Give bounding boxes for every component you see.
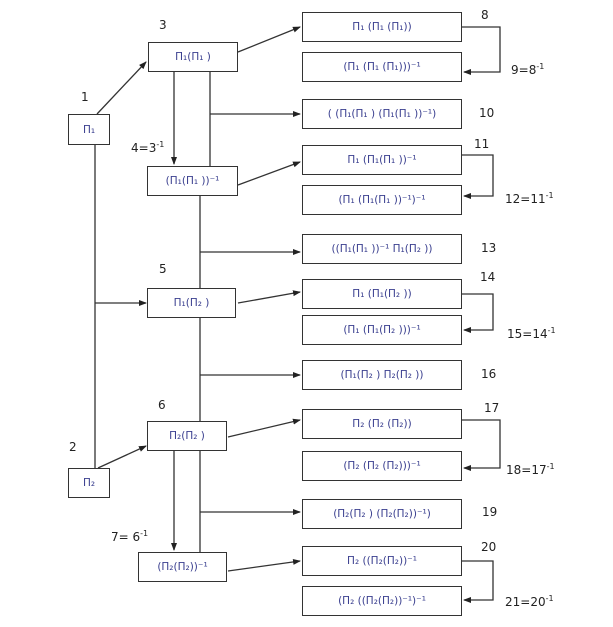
node-12[interactable]: (Π₁ (Π₁(Π₁ ))⁻¹)⁻¹ — [302, 185, 462, 215]
label-7-base: 7= 6 — [111, 530, 141, 544]
node-11[interactable]: Π₁ (Π₁(Π₁ ))⁻¹ — [302, 145, 462, 175]
node-10[interactable]: ( (Π₁(Π₁ ) (Π₁(Π₁ ))⁻¹) — [302, 99, 462, 129]
loop-20-to-21 — [462, 560, 494, 603]
loop-17-to-18 — [462, 419, 501, 471]
label-10: 10 — [479, 106, 495, 120]
arrow-3-to-8 — [237, 26, 301, 53]
node-5[interactable]: Π₁(Π₂ ) — [147, 288, 236, 318]
label-15-base: 15=14 — [507, 327, 548, 341]
label-18-base: 18=17 — [506, 463, 547, 477]
loop-11-to-12 — [462, 154, 494, 199]
label-14: 14 — [480, 270, 496, 284]
node-20[interactable]: Π₂ ((Π₂(Π₂))⁻¹ — [302, 546, 462, 576]
node-6[interactable]: Π₂(Π₂ ) — [147, 421, 227, 451]
label-1: 1 — [81, 90, 89, 104]
label-16: 16 — [481, 367, 497, 381]
node-13[interactable]: ((Π₁(Π₁ ))⁻¹ Π₁(Π₂ )) — [302, 234, 462, 264]
label-8: 8 — [481, 8, 489, 22]
label-18: 18=17-1 — [506, 462, 555, 477]
label-7-exp: -1 — [140, 529, 149, 538]
label-6: 6 — [158, 398, 166, 412]
node-4[interactable]: (Π₁(Π₁ ))⁻¹ — [147, 166, 238, 196]
label-17: 17 — [484, 401, 500, 415]
label-13: 13 — [481, 241, 497, 255]
node-9[interactable]: (Π₁ (Π₁ (Π₁)))⁻¹ — [302, 52, 462, 82]
label-21-exp: -1 — [545, 594, 554, 603]
node-18[interactable]: (Π₂ (Π₂ (Π₂)))⁻¹ — [302, 451, 462, 481]
label-12: 12=11-1 — [505, 191, 554, 206]
arrow-1-to-3 — [96, 61, 147, 115]
node-8[interactable]: Π₁ (Π₁ (Π₁)) — [302, 12, 462, 42]
node-16[interactable]: (Π₁(Π₂ ) Π₂(Π₂ )) — [302, 360, 462, 390]
loop-8-to-9 — [462, 26, 501, 75]
label-5: 5 — [159, 262, 167, 276]
label-9: 9=8-1 — [511, 62, 544, 77]
label-21: 21=20-1 — [505, 594, 554, 609]
arrow-4-to-11 — [237, 161, 301, 186]
arrow-2-to-6 — [97, 445, 147, 469]
label-15-exp: -1 — [547, 326, 556, 335]
label-15: 15=14-1 — [507, 326, 556, 341]
node-2[interactable]: Π₂ — [68, 468, 110, 498]
label-20: 20 — [481, 540, 497, 554]
node-19[interactable]: (Π₂(Π₂ ) (Π₂(Π₂))⁻¹) — [302, 499, 462, 529]
label-12-exp: -1 — [545, 191, 554, 200]
label-21-base: 21=20 — [505, 595, 546, 609]
label-4-base: 4=3 — [131, 141, 157, 155]
label-4-exp: -1 — [156, 140, 165, 149]
label-9-exp: -1 — [536, 62, 545, 71]
label-3: 3 — [159, 18, 167, 32]
label-7: 7= 6-1 — [111, 529, 148, 544]
label-19: 19 — [482, 505, 498, 519]
node-3[interactable]: Π₁(Π₁ ) — [148, 42, 238, 72]
label-2: 2 — [69, 440, 77, 454]
arrow-7-to-20 — [227, 558, 301, 572]
node-15[interactable]: (Π₁ (Π₁(Π₂ )))⁻¹ — [302, 315, 462, 345]
loop-14-to-15 — [462, 293, 494, 333]
node-14[interactable]: Π₁ (Π₁(Π₂ )) — [302, 279, 462, 309]
label-4: 4=3-1 — [131, 140, 164, 155]
label-18-exp: -1 — [546, 462, 555, 471]
node-21[interactable]: (Π₂ ((Π₂(Π₂))⁻¹)⁻¹ — [302, 586, 462, 616]
arrow-5-to-14 — [237, 290, 301, 304]
label-9-base: 9=8 — [511, 63, 537, 77]
node-7[interactable]: (Π₂(Π₂))⁻¹ — [138, 552, 227, 582]
arrow-6-to-17 — [227, 418, 301, 438]
label-12-base: 12=11 — [505, 192, 546, 206]
label-11: 11 — [474, 137, 490, 151]
node-1[interactable]: Π₁ — [68, 114, 110, 145]
node-17[interactable]: Π₂ (Π₂ (Π₂)) — [302, 409, 462, 439]
